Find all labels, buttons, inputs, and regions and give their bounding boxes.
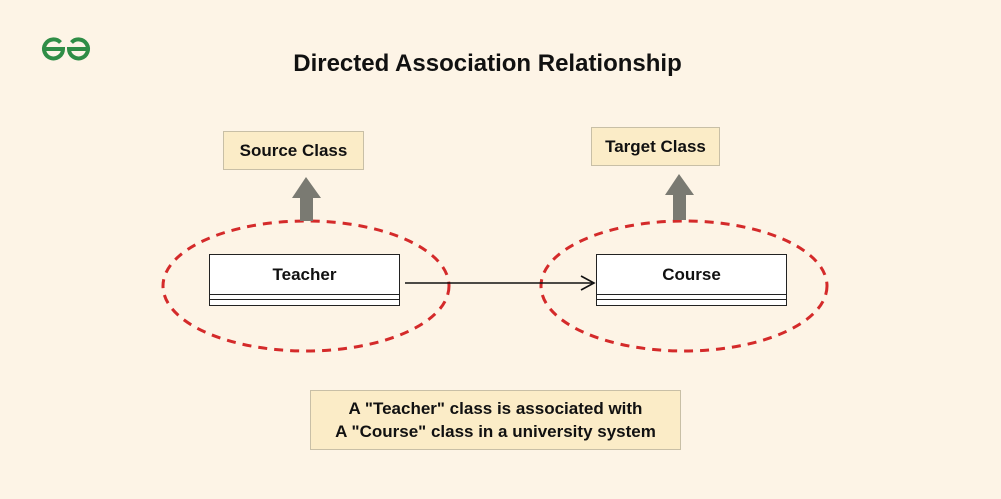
note-line-2: A "Course" class in a university system <box>335 422 656 441</box>
teacher-class-box: Teacher <box>209 254 400 306</box>
course-class-name: Course <box>597 255 786 295</box>
association-arrow-icon <box>405 275 596 291</box>
note-line-1: A "Teacher" class is associated with <box>348 399 643 418</box>
course-class-box: Course <box>596 254 787 306</box>
explanation-note: A "Teacher" class is associated with A "… <box>310 390 681 450</box>
teacher-attributes-section <box>210 295 399 300</box>
target-class-label: Target Class <box>591 127 720 166</box>
target-dashed-ellipse <box>539 219 829 353</box>
course-methods-section <box>597 300 786 304</box>
teacher-methods-section <box>210 300 399 304</box>
up-arrow-icon <box>665 174 694 220</box>
geeksforgeeks-logo <box>42 37 90 61</box>
source-dashed-ellipse <box>161 219 451 353</box>
source-class-label: Source Class <box>223 131 364 170</box>
diagram-title: Directed Association Relationship <box>293 50 682 77</box>
teacher-class-name: Teacher <box>210 255 399 295</box>
course-attributes-section <box>597 295 786 300</box>
up-arrow-icon <box>292 177 321 221</box>
